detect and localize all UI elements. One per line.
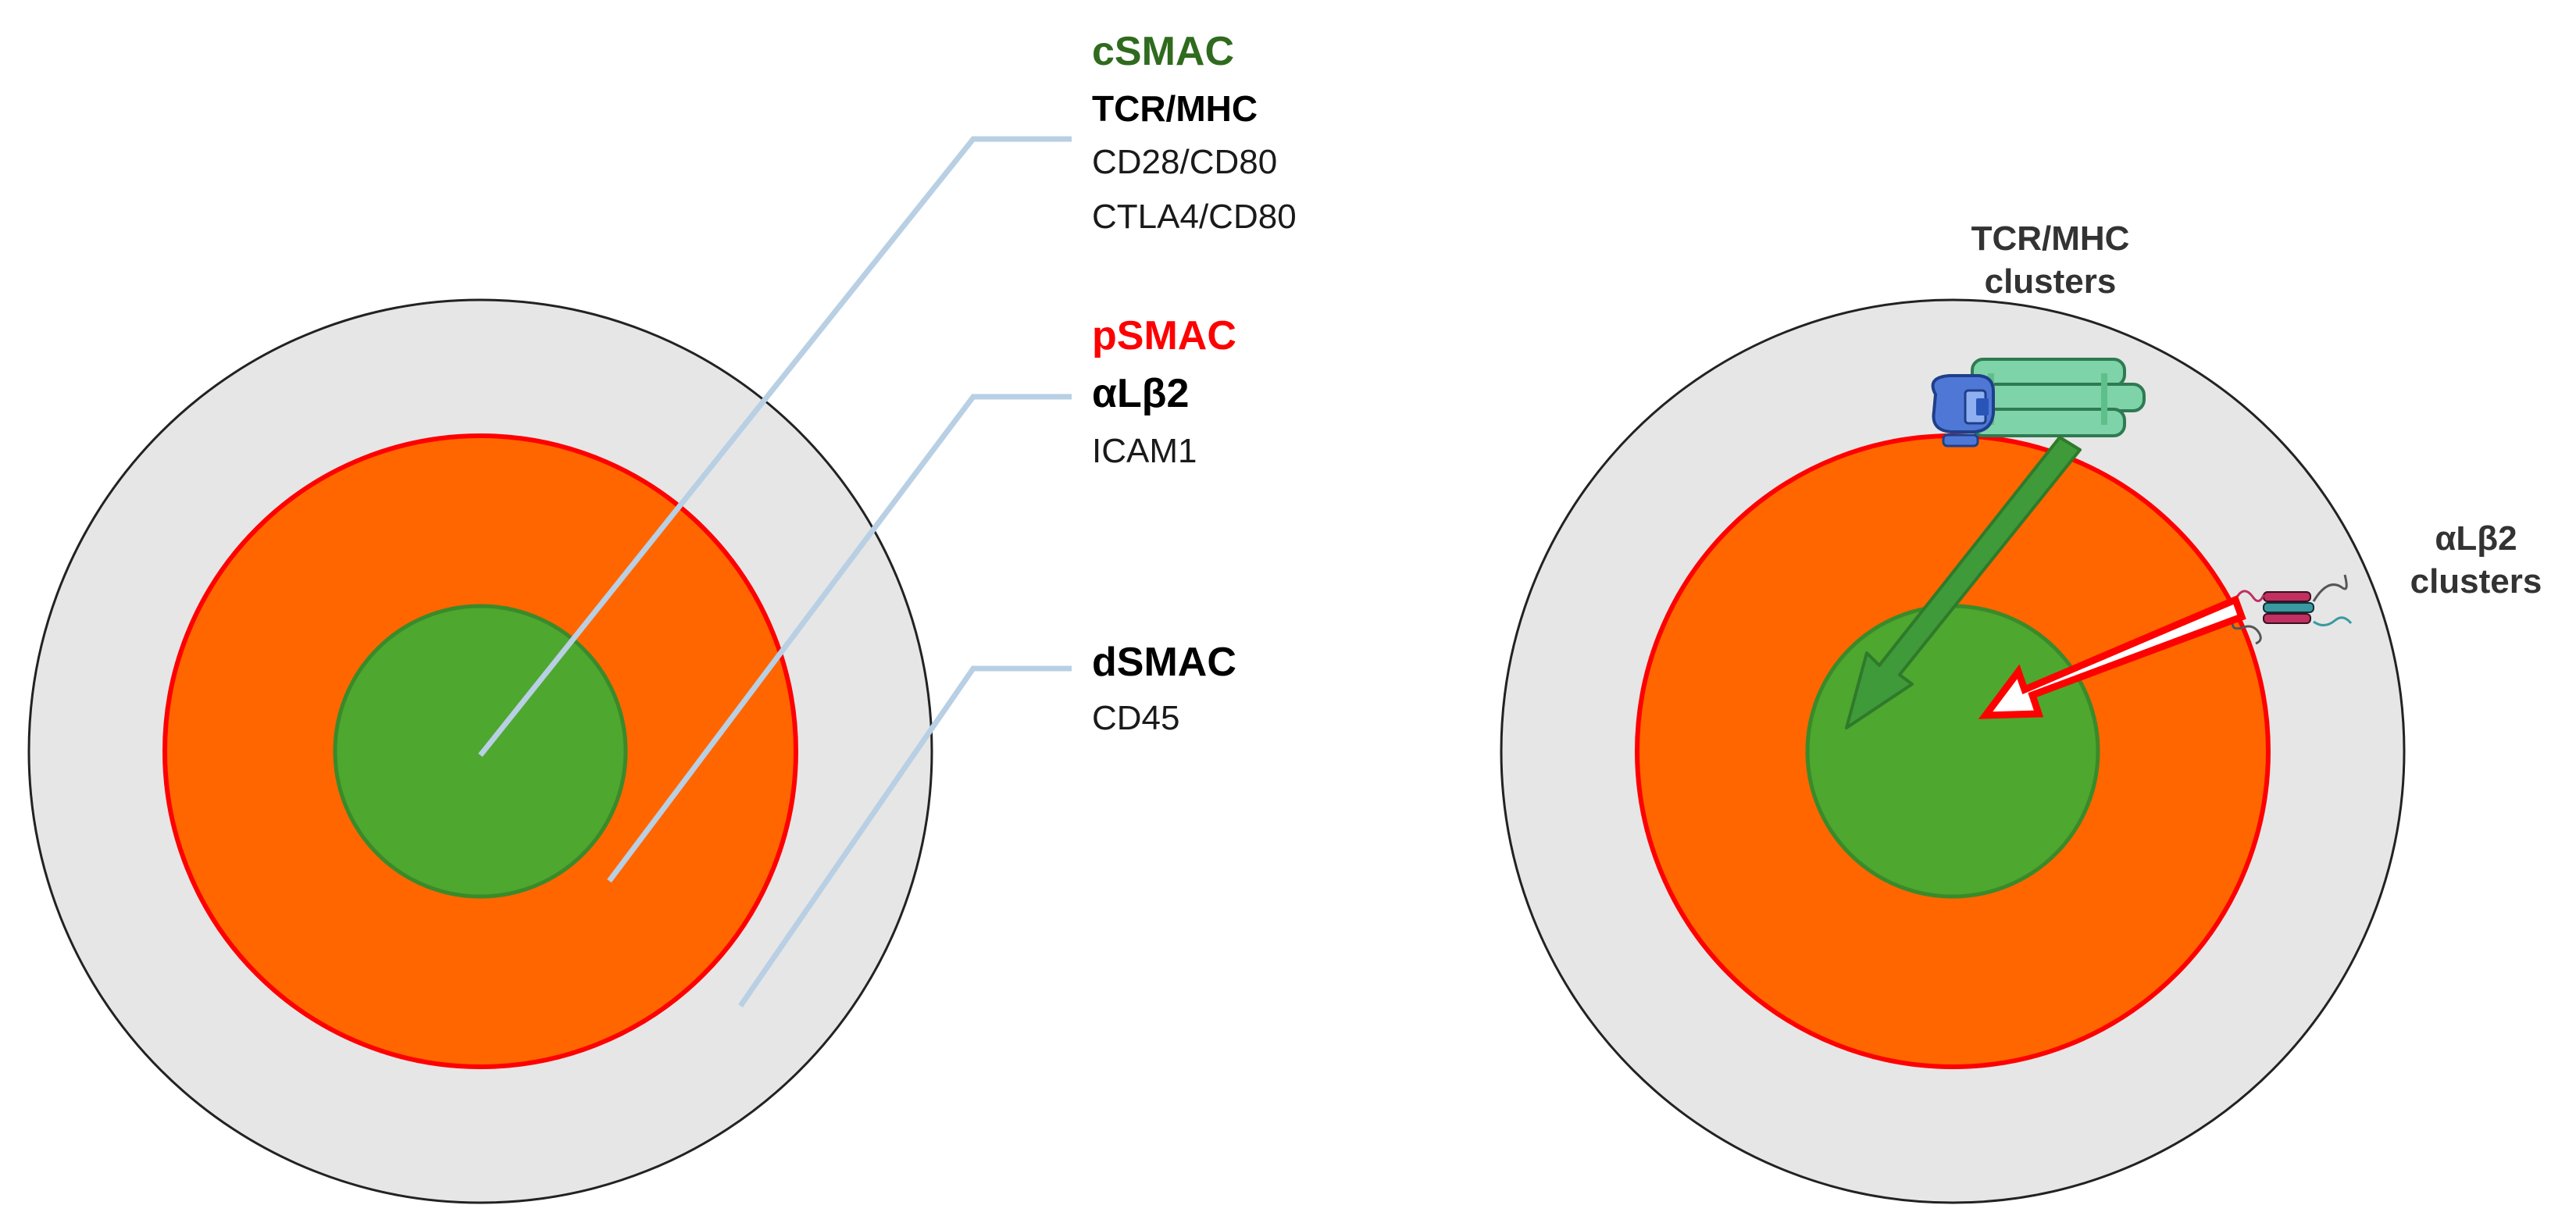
- tcr-migration-arrow: [1845, 436, 2082, 729]
- integrin-cluster-label: αLβ2 clusters: [2382, 517, 2570, 603]
- csmac-item-tcr-mhc: TCR/MHC: [1092, 88, 1258, 129]
- psmac-heading: pSMAC: [1092, 313, 1236, 358]
- integrin-cluster-label-line2: clusters: [2410, 562, 2542, 601]
- tcr-cluster-label-line1: TCR/MHC: [1971, 219, 2130, 258]
- left-synapse: [27, 136, 1072, 1204]
- dsmac-leader-line: [738, 665, 1072, 1007]
- tcr-mhc-cluster-icon: [1931, 358, 2146, 447]
- psmac-leader-line: [607, 394, 1072, 883]
- csmac-item-ctla4-cd80: CTLA4/CD80: [1092, 198, 1297, 236]
- psmac-item-alphal-beta2: αLβ2: [1092, 371, 1190, 416]
- right-synapse: [1500, 298, 2406, 1204]
- integrin-migration-arrow: [1978, 594, 2246, 719]
- integrin-cluster-icon: [2229, 574, 2353, 645]
- tcr-cluster-label: TCR/MHC clusters: [1961, 217, 2140, 303]
- csmac-item-cd28-cd80: CD28/CD80: [1092, 143, 1278, 181]
- tcr-cluster-label-line2: clusters: [1984, 262, 2117, 301]
- dsmac-item-cd45: CD45: [1092, 699, 1180, 737]
- csmac-leader-line: [478, 136, 1072, 758]
- dsmac-heading: dSMAC: [1092, 640, 1236, 685]
- csmac-heading: cSMAC: [1092, 29, 1235, 74]
- right-csmac-disk: [1805, 604, 2100, 899]
- psmac-item-icam1: ICAM1: [1092, 432, 1197, 470]
- integrin-cluster-label-line1: αLβ2: [2435, 519, 2517, 558]
